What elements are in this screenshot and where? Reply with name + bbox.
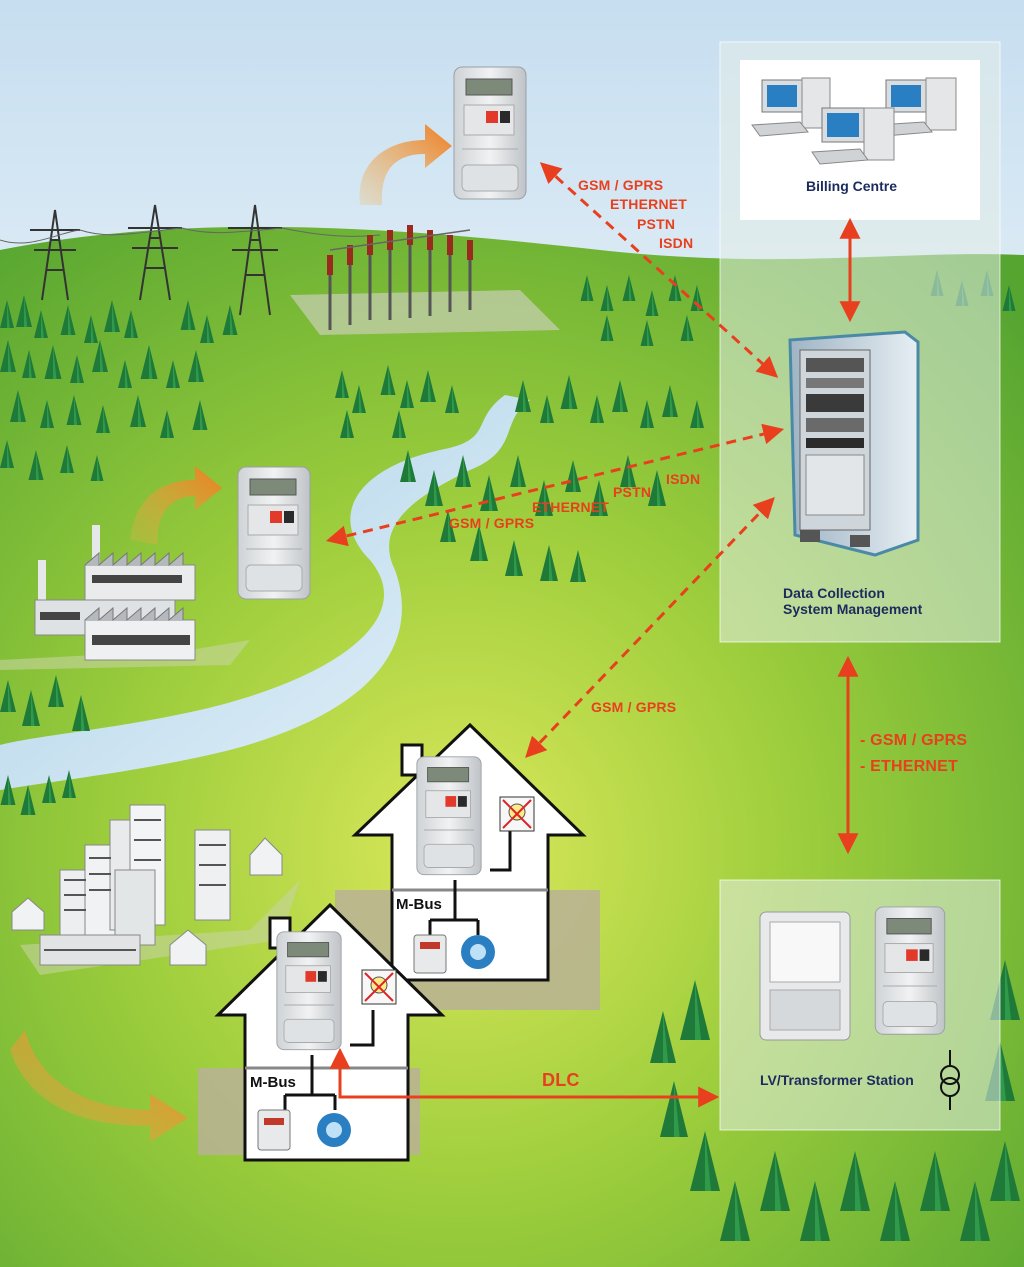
server-rack-icon (788, 330, 920, 557)
link-label-pstn: PSTN (613, 484, 652, 500)
substation-icon (290, 225, 560, 335)
house-icon (198, 722, 600, 1162)
link-label-gsm-gprs: GSM / GPRS (591, 699, 677, 715)
system-management-label: System Management (783, 601, 923, 617)
link-label-gsm-gprs: - GSM / GPRS (860, 732, 968, 749)
communication-links (325, 162, 861, 1108)
energy-flow-arrow (10, 124, 452, 1142)
link-label-gsm-gprs: GSM / GPRS (449, 515, 535, 531)
lightbulb-disconnect-icon (361, 796, 535, 1005)
link-label-isdn: ISDN (666, 471, 701, 487)
factory-icon (0, 525, 250, 670)
gas-meter-icon (257, 934, 447, 1151)
mbus-wiring (283, 830, 512, 1110)
mbus-label: M-Bus (396, 896, 442, 913)
mbus-label: M-Bus (250, 1074, 296, 1091)
transmission-tower-icon (0, 204, 381, 316)
link-label-ethernet: - ETHERNET (860, 758, 958, 775)
electricity-meter-icon (759, 906, 946, 1041)
link-label-ethernet: ETHERNET (610, 196, 688, 212)
link-label-isdn: ISDN (659, 235, 694, 251)
link-label-gsm-gprs: GSM / GPRS (578, 177, 664, 193)
lv-station-label: LV/Transformer Station (760, 1072, 914, 1088)
link-label-pstn: PSTN (637, 216, 676, 232)
data-collection-label: Data Collection (783, 585, 885, 601)
city-buildings-icon (11, 804, 300, 975)
billing-centre-label: Billing Centre (806, 178, 898, 194)
water-meter-icon (317, 935, 495, 1147)
transformer-symbol-icon (940, 1050, 960, 1110)
dlc-label: DLC (542, 1070, 580, 1090)
computer-workstation-icon (751, 77, 957, 165)
link-label-ethernet: ETHERNET (532, 499, 610, 515)
